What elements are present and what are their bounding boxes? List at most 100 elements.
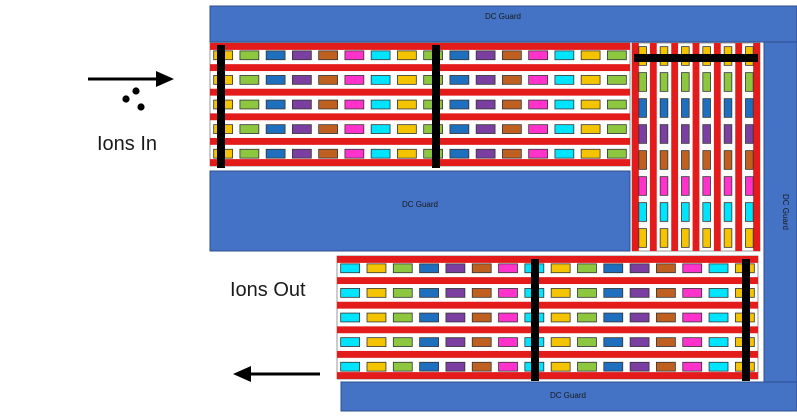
rail — [753, 43, 760, 251]
electrode — [681, 202, 690, 222]
electrode — [682, 361, 703, 372]
electrode — [577, 312, 597, 323]
electrode — [554, 99, 575, 110]
ions-out-label: Ions Out — [230, 279, 306, 301]
electrode — [392, 337, 413, 347]
electrode — [528, 99, 548, 110]
electrode — [498, 263, 518, 274]
ions-out-arrow — [233, 366, 320, 382]
electrode — [445, 337, 466, 347]
electrode — [340, 288, 361, 298]
electrode — [607, 50, 627, 61]
electrode — [471, 288, 492, 298]
electrode — [392, 263, 413, 274]
electrode — [708, 288, 729, 298]
electrode — [659, 124, 669, 144]
electrode — [603, 361, 624, 372]
electrode — [745, 228, 754, 248]
electrode — [292, 148, 312, 159]
electrode — [550, 263, 571, 274]
electrode — [340, 263, 361, 274]
electrode — [265, 124, 286, 134]
electrode — [370, 50, 391, 61]
electrode — [603, 337, 624, 347]
electrode — [607, 148, 627, 159]
electrode — [580, 124, 601, 134]
electrode — [656, 312, 676, 323]
electrode — [366, 288, 387, 298]
electrode — [681, 98, 690, 118]
electrode — [554, 124, 575, 134]
dc-guard-bottom — [340, 381, 797, 412]
dc-guard-top-label: DC Guard — [485, 12, 521, 21]
lower-track — [336, 255, 759, 380]
electrode — [550, 337, 571, 347]
electrode — [745, 124, 754, 144]
rail — [210, 64, 630, 72]
electrode — [265, 75, 286, 85]
electrode — [475, 99, 496, 110]
electrode — [580, 148, 601, 159]
electrode — [471, 263, 492, 274]
electrode — [318, 75, 338, 85]
electrode — [708, 337, 729, 347]
electrode — [265, 50, 286, 61]
electrode — [629, 337, 650, 347]
electrode — [471, 337, 492, 347]
electrode — [502, 124, 522, 134]
electrode — [580, 75, 601, 85]
ions-in-arrow — [88, 71, 174, 87]
electrode — [449, 75, 470, 85]
electrode — [370, 99, 391, 110]
electrode — [554, 148, 575, 159]
crossbar — [432, 45, 440, 168]
rail — [337, 350, 758, 358]
electrode — [502, 99, 522, 110]
rail — [337, 372, 758, 379]
electrode — [292, 75, 312, 85]
dc-guard-right-label: DC Guard — [781, 194, 790, 230]
electrode — [723, 176, 733, 196]
electrode — [344, 99, 365, 110]
electrode — [550, 312, 571, 323]
ions-in-label: Ions In — [97, 133, 157, 155]
electrode — [603, 288, 624, 298]
electrode — [292, 50, 312, 61]
electrode — [656, 288, 676, 298]
electrode — [392, 288, 413, 298]
electrode — [397, 99, 417, 110]
electrode — [528, 124, 548, 134]
electrode — [471, 312, 492, 323]
electrode — [397, 148, 417, 159]
electrode — [607, 99, 627, 110]
electrode — [638, 202, 647, 222]
electrode — [682, 337, 703, 347]
dc-guard-right — [763, 41, 797, 383]
electrode — [475, 148, 496, 159]
electrode — [366, 263, 387, 274]
electrode — [550, 361, 571, 372]
electrode — [708, 263, 729, 274]
electrode — [498, 361, 518, 372]
electrode — [340, 312, 361, 323]
electrode — [554, 50, 575, 61]
electrode — [702, 228, 711, 248]
electrode — [681, 124, 690, 144]
electrode — [681, 150, 690, 170]
electrode — [656, 263, 676, 274]
rail — [713, 43, 721, 251]
electrode — [318, 124, 338, 134]
electrode — [554, 75, 575, 85]
electrode — [681, 228, 690, 248]
electrode — [419, 361, 439, 372]
electrode — [449, 99, 470, 110]
upper-track — [209, 42, 631, 167]
electrode — [528, 50, 548, 61]
electrode — [702, 150, 711, 170]
electrode — [502, 75, 522, 85]
electrode — [629, 288, 650, 298]
electrode — [659, 228, 669, 248]
electrode — [471, 361, 492, 372]
rail — [692, 43, 700, 251]
